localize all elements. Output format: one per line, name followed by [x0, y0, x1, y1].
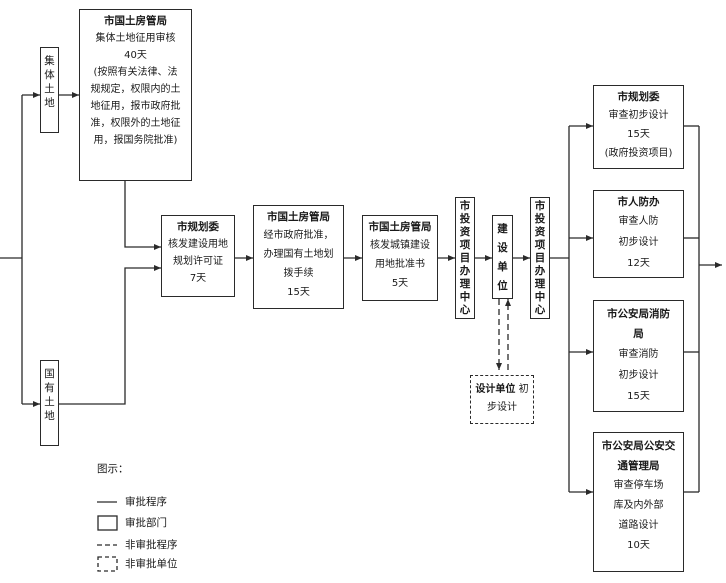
- investment-center-2-label: 市投资项目办理中心: [534, 200, 546, 316]
- arrow-bureau-to-planning: [124, 180, 161, 250]
- planning-2-line: 15天: [627, 129, 650, 140]
- planning-1-line: 7天: [189, 273, 207, 284]
- land-bureau-2-line: 拨手续: [283, 268, 314, 279]
- investment-center-node-1: 市投资项目办理中心: [455, 197, 475, 319]
- dashed-line-icon: [97, 544, 117, 546]
- collective-land-node: 集体土地: [40, 47, 59, 133]
- legend-label: 审批部门: [125, 517, 167, 529]
- legend-label: 非审批单位: [125, 558, 178, 570]
- fire-bureau-node: 市公安局消防局 审查消防 初步设计 15天: [593, 300, 684, 412]
- planning-committee-node: 市规划委 核发建设用地 规划许可证 7天: [161, 215, 235, 297]
- design-unit-line: 初步设计: [487, 384, 529, 413]
- civil-defense-line: 12天: [627, 258, 650, 269]
- land-bureau-collective-node: 市国土房管局 集体土地征用审核 40天 (按照有关法律、法 规规定，权限内的土 …: [79, 9, 192, 181]
- investment-center-node-2: 市投资项目办理中心: [530, 197, 550, 319]
- planning-1-line: 规划许可证: [173, 256, 223, 267]
- fire-line: 初步设计: [618, 370, 659, 381]
- land-bureau-1-line: 地征用，报市政府批: [90, 101, 181, 112]
- land-bureau-1-line: (按照有关法律、法: [93, 67, 178, 78]
- planning-2-line: (政府投资项目): [604, 148, 673, 159]
- builder-node: 建设单位: [492, 215, 513, 299]
- state-land-node: 国有土地: [40, 360, 59, 446]
- arrow-state-to-planning: [59, 265, 161, 405]
- design-unit-node: 设计单位 初步设计: [470, 375, 534, 424]
- builder-label: 建设单位: [497, 223, 508, 292]
- land-bureau-2-line: 办理国有土地划: [263, 249, 334, 260]
- planning-1-line: 核发建设用地: [168, 239, 228, 250]
- legend-label: 非审批程序: [125, 539, 178, 551]
- civil-defense-line: 审查人防: [618, 216, 659, 227]
- land-bureau-1-line: 规规定，权限内的土: [90, 84, 181, 95]
- land-bureau-1-line: 集体土地征用审核: [95, 33, 176, 44]
- land-bureau-2-title: 市国土房管局: [267, 211, 330, 223]
- fire-line: 审查消防: [618, 349, 659, 360]
- land-bureau-allocation-node: 市国土房管局 经市政府批准， 办理国有土地划 拨手续 15天: [253, 205, 344, 309]
- collective-land-label: 集体土地: [44, 55, 55, 109]
- land-bureau-3-line: 核发城镇建设: [370, 240, 430, 251]
- land-bureau-3-line: 5天: [391, 278, 409, 289]
- traffic-line: 审查停车场: [613, 480, 664, 491]
- solid-box-icon: [97, 515, 118, 531]
- civil-defense-node: 市人防办 审查人防 初步设计 12天: [593, 190, 684, 278]
- traffic-line: 道路设计: [618, 520, 659, 531]
- fire-title: 市公安局消防局: [607, 308, 670, 340]
- traffic-bureau-node: 市公安局公安交通管理局 审查停车场 库及内外部 道路设计 10天: [593, 432, 684, 572]
- land-bureau-3-title: 市国土房管局: [368, 221, 432, 233]
- legend-label: 审批程序: [125, 496, 167, 508]
- fire-line: 15天: [627, 391, 650, 402]
- land-bureau-3-line: 用地批准书: [375, 259, 425, 270]
- solid-line-icon: [97, 501, 117, 503]
- planning-1-title: 市规划委: [177, 221, 219, 233]
- dashed-box-icon: [97, 556, 118, 572]
- traffic-line: 库及内外部: [613, 500, 664, 511]
- planning-2-line: 审查初步设计: [608, 110, 669, 121]
- traffic-line: 10天: [627, 540, 650, 551]
- planning-2-title: 市规划委: [617, 91, 660, 103]
- land-bureau-1-title: 市国土房管局: [104, 15, 167, 27]
- land-bureau-approval-node: 市国土房管局 核发城镇建设 用地批准书 5天: [362, 215, 438, 301]
- land-bureau-1-line: 准，权限外的土地征: [90, 118, 181, 129]
- state-land-label: 国有土地: [44, 368, 55, 422]
- investment-center-1-label: 市投资项目办理中心: [459, 200, 471, 316]
- land-bureau-2-line: 15天: [287, 287, 310, 298]
- traffic-title: 市公安局公安交通管理局: [601, 440, 676, 472]
- design-unit-title: 设计单位: [475, 384, 516, 395]
- planning-committee-design-node: 市规划委 审查初步设计 15天 (政府投资项目): [593, 85, 684, 169]
- land-bureau-1-line: 40天: [124, 50, 147, 61]
- land-bureau-2-line: 经市政府批准，: [263, 230, 334, 241]
- civil-defense-title: 市人防办: [617, 196, 660, 208]
- land-bureau-1-line: 用，报国务院批准): [93, 135, 178, 146]
- civil-defense-line: 初步设计: [618, 237, 659, 248]
- legend-title: 图示：: [97, 463, 129, 475]
